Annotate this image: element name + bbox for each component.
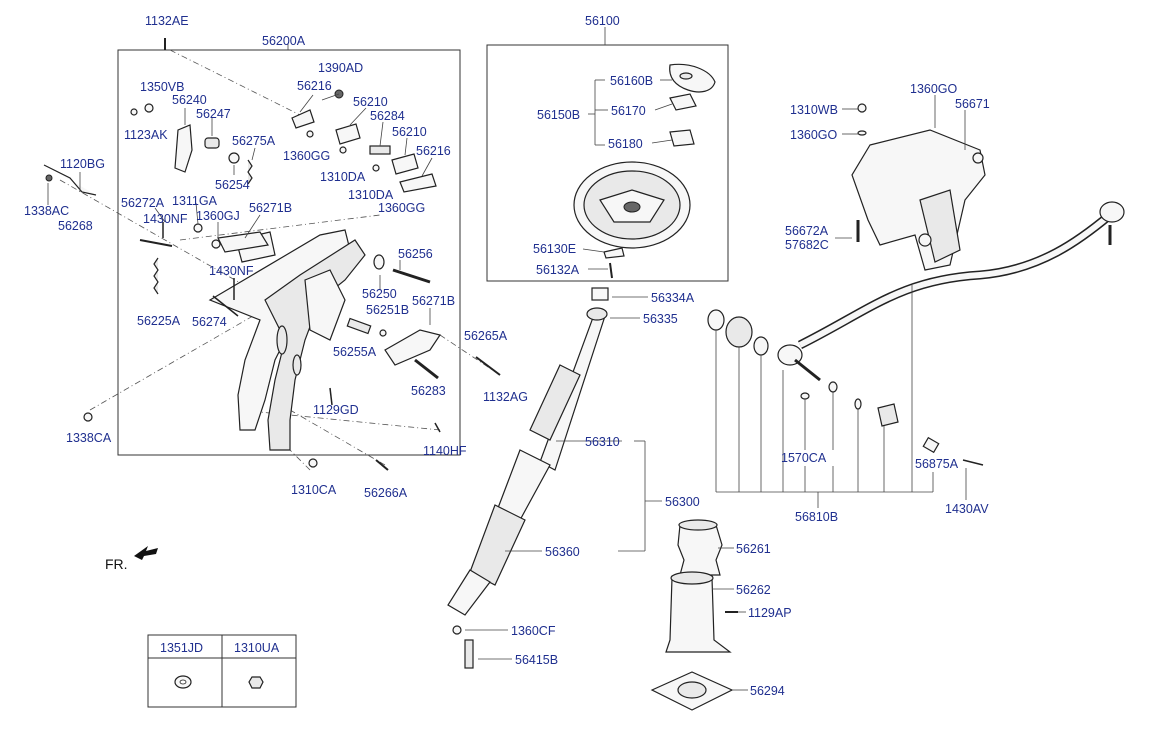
label-56300: 56300 — [665, 495, 700, 509]
label-56334A: 56334A — [651, 291, 695, 305]
part-number-labels: 1132AE 56200A 56100 1390AD 1350VB 56240 … — [24, 14, 990, 698]
label-1360GO-lower: 1360GO — [790, 128, 838, 142]
steering-wheel-group-box — [486, 44, 729, 282]
label-56265A: 56265A — [464, 329, 508, 343]
label-56271B-lower: 56271B — [412, 294, 455, 308]
label-1311GA: 1311GA — [172, 194, 218, 208]
label-56256: 56256 — [398, 247, 433, 261]
label-1390AD: 1390AD — [318, 61, 363, 75]
nut-56334A — [591, 287, 609, 301]
label-56284: 56284 — [370, 109, 405, 123]
label-1360GG-lower: 1360GG — [378, 201, 425, 215]
label-56150B: 56150B — [537, 108, 580, 122]
label-56275A: 56275A — [232, 134, 276, 148]
label-56274: 56274 — [192, 315, 227, 329]
label-1430AV: 1430AV — [945, 502, 989, 516]
pedal-bracket-group-box — [117, 49, 461, 456]
label-1338CA: 1338CA — [66, 431, 112, 445]
label-1310WB: 1310WB — [790, 103, 838, 117]
pedal-bracket-assembly — [208, 229, 441, 451]
leader-lines — [47, 27, 967, 691]
label-56170: 56170 — [611, 104, 646, 118]
label-56251B: 56251B — [366, 303, 409, 317]
steering-column — [447, 287, 609, 669]
label-56160B: 56160B — [610, 74, 653, 88]
label-56210-lower: 56210 — [392, 125, 427, 139]
label-1360GG-upper: 1360GG — [283, 149, 330, 163]
label-56283: 56283 — [411, 384, 446, 398]
label-56210-upper: 56210 — [353, 95, 388, 109]
legend-header-1351JD: 1351JD — [160, 641, 203, 655]
front-label: FR. — [105, 556, 128, 572]
label-1310DA-lower: 1310DA — [348, 188, 394, 202]
small-parts-left — [43, 38, 501, 471]
label-1360GO-upper: 1360GO — [910, 82, 958, 96]
nut-icon — [248, 676, 264, 689]
label-56250: 56250 — [362, 287, 397, 301]
label-56415B: 56415B — [515, 653, 558, 667]
legend-table: 1351JD 1310UA — [147, 634, 297, 708]
label-56130E: 56130E — [533, 242, 576, 256]
label-56360: 56360 — [545, 545, 580, 559]
label-56247: 56247 — [196, 107, 231, 121]
label-1129AP: 1129AP — [748, 606, 792, 620]
label-1430NF-upper: 1430NF — [143, 212, 188, 226]
label-56255A: 56255A — [333, 345, 377, 359]
label-56132A: 56132A — [536, 263, 580, 277]
label-56216-lower: 56216 — [416, 144, 451, 158]
label-1570CA: 1570CA — [781, 451, 827, 465]
label-56180: 56180 — [608, 137, 643, 151]
label-56266A: 56266A — [364, 486, 408, 500]
label-56875A: 56875A — [915, 457, 959, 471]
label-1360CF: 1360CF — [511, 624, 556, 638]
label-56262: 56262 — [736, 583, 771, 597]
label-1140HF: 1140HF — [423, 444, 467, 458]
legend-header-1310UA: 1310UA — [234, 641, 280, 655]
label-56810B: 56810B — [795, 510, 838, 524]
label-56254: 56254 — [215, 178, 250, 192]
label-56335: 56335 — [643, 312, 678, 326]
label-56261: 56261 — [736, 542, 771, 556]
label-1310CA: 1310CA — [291, 483, 337, 497]
label-56272A: 56272A — [121, 196, 165, 210]
label-56225A: 56225A — [137, 314, 181, 328]
label-56294: 56294 — [750, 684, 785, 698]
label-1360GJ: 1360GJ — [196, 209, 240, 223]
label-56268: 56268 — [58, 219, 93, 233]
label-56672A: 56672A — [785, 224, 829, 238]
front-arrow-icon — [134, 546, 158, 560]
label-56671: 56671 — [955, 97, 990, 111]
label-56100: 56100 — [585, 14, 620, 28]
label-1123AK: 1123AK — [124, 128, 168, 142]
label-1430NF-lower: 1430NF — [209, 264, 254, 278]
label-57682C: 57682C — [785, 238, 829, 252]
label-56271B-upper: 56271B — [249, 201, 292, 215]
label-56216-upper: 56216 — [297, 79, 332, 93]
label-1350VB: 1350VB — [140, 80, 184, 94]
label-1310DA-upper: 1310DA — [320, 170, 366, 184]
label-1120BG: 1120BG — [60, 157, 105, 171]
front-direction-indicator: FR. — [105, 546, 158, 572]
label-1129GD: 1129GD — [313, 403, 359, 417]
label-56200A: 56200A — [262, 34, 306, 48]
label-1132AG: 1132AG — [483, 390, 528, 404]
label-1132AE: 1132AE — [145, 14, 189, 28]
boot-parts — [650, 519, 738, 711]
label-56310: 56310 — [585, 435, 620, 449]
label-56240: 56240 — [172, 93, 207, 107]
steering-wheel-parts — [573, 63, 716, 279]
tie-rod-parts — [707, 103, 1125, 466]
label-1338AC: 1338AC — [24, 204, 69, 218]
